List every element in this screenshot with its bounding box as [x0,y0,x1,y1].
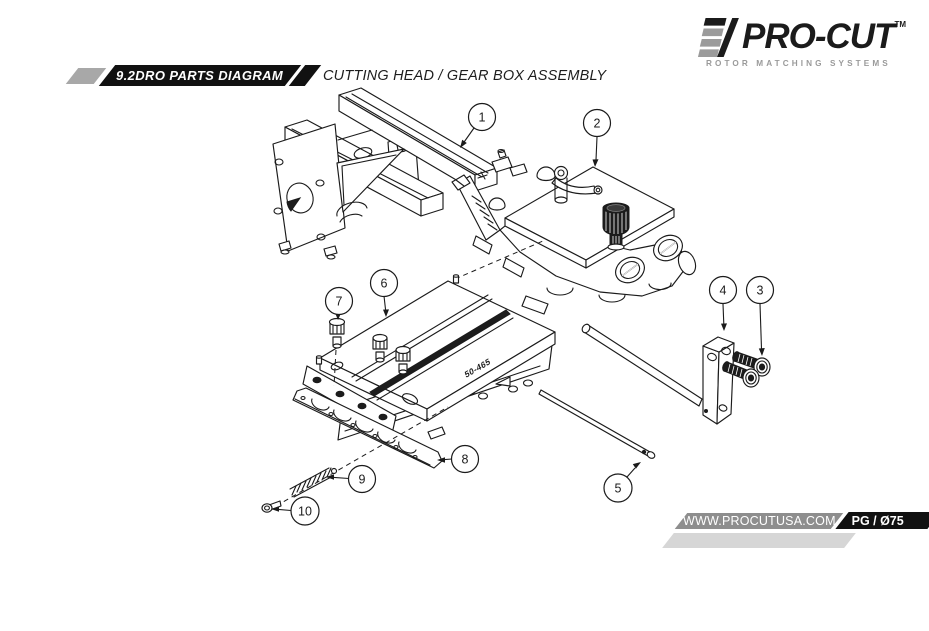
footer-page-banner: PG / Ø75 [835,512,929,529]
cap-screw-on-plate [372,333,388,363]
centerline-spring [275,406,449,507]
screw-10-drawing [261,500,282,513]
svg-text:3: 3 [757,284,764,298]
section-banner-label: 9.2DRO PARTS DIAGRAM [116,68,284,83]
callout-5: 5 [603,462,641,503]
svg-text:10: 10 [298,505,312,519]
svg-text:7: 7 [336,295,343,309]
footer-accent-stripe [662,533,856,548]
rotor-stack-icon [697,18,739,58]
section-banner: 9.2DRO PARTS DIAGRAM [98,65,302,86]
callout-4: 4 [708,275,738,331]
handle-block-drawing [581,323,735,425]
callout-8: 8 [437,444,480,474]
callout-6: 6 [369,268,399,317]
svg-text:9: 9 [359,473,366,487]
callout-10: 10 [271,496,320,526]
logo: PRO-CUT TM ROTOR MATCHING SYSTEMS [694,18,922,68]
svg-text:5: 5 [615,482,622,496]
centerline-head-to-plate [454,240,544,280]
svg-text:2: 2 [594,117,601,131]
page-title: CUTTING HEAD / GEAR BOX ASSEMBLY [323,68,607,84]
cap-screw-7-drawing [328,317,346,387]
callout-1: 1 [460,102,497,148]
callout-2: 2 [582,108,612,167]
cap-screw-on-plate [395,345,411,375]
slide-plate-drawing: 50-465 [315,274,556,422]
page-number: PG / Ø75 [852,513,905,528]
footer-website-banner: WWW.PROCUTUSA.COM [674,513,844,529]
callout-9: 9 [326,464,377,494]
callout-7: 7 [324,286,354,320]
website-url: WWW.PROCUTUSA.COM [682,514,836,528]
callout-3: 3 [745,275,775,356]
gib-rod-drawing [538,389,656,459]
svg-text:6: 6 [381,277,388,291]
brand-tagline: ROTOR MATCHING SYSTEMS [706,59,891,68]
svg-text:1: 1 [479,111,486,125]
svg-text:4: 4 [720,284,727,298]
socket-screws-drawing [722,351,771,388]
cutting-head-drawing [451,148,697,315]
trademark-symbol: TM [894,20,906,29]
svg-text:8: 8 [462,453,469,467]
gear-box-drawing [272,87,498,260]
spring-drawing [289,467,338,498]
brand-wordmark: PRO-CUT [742,17,895,56]
